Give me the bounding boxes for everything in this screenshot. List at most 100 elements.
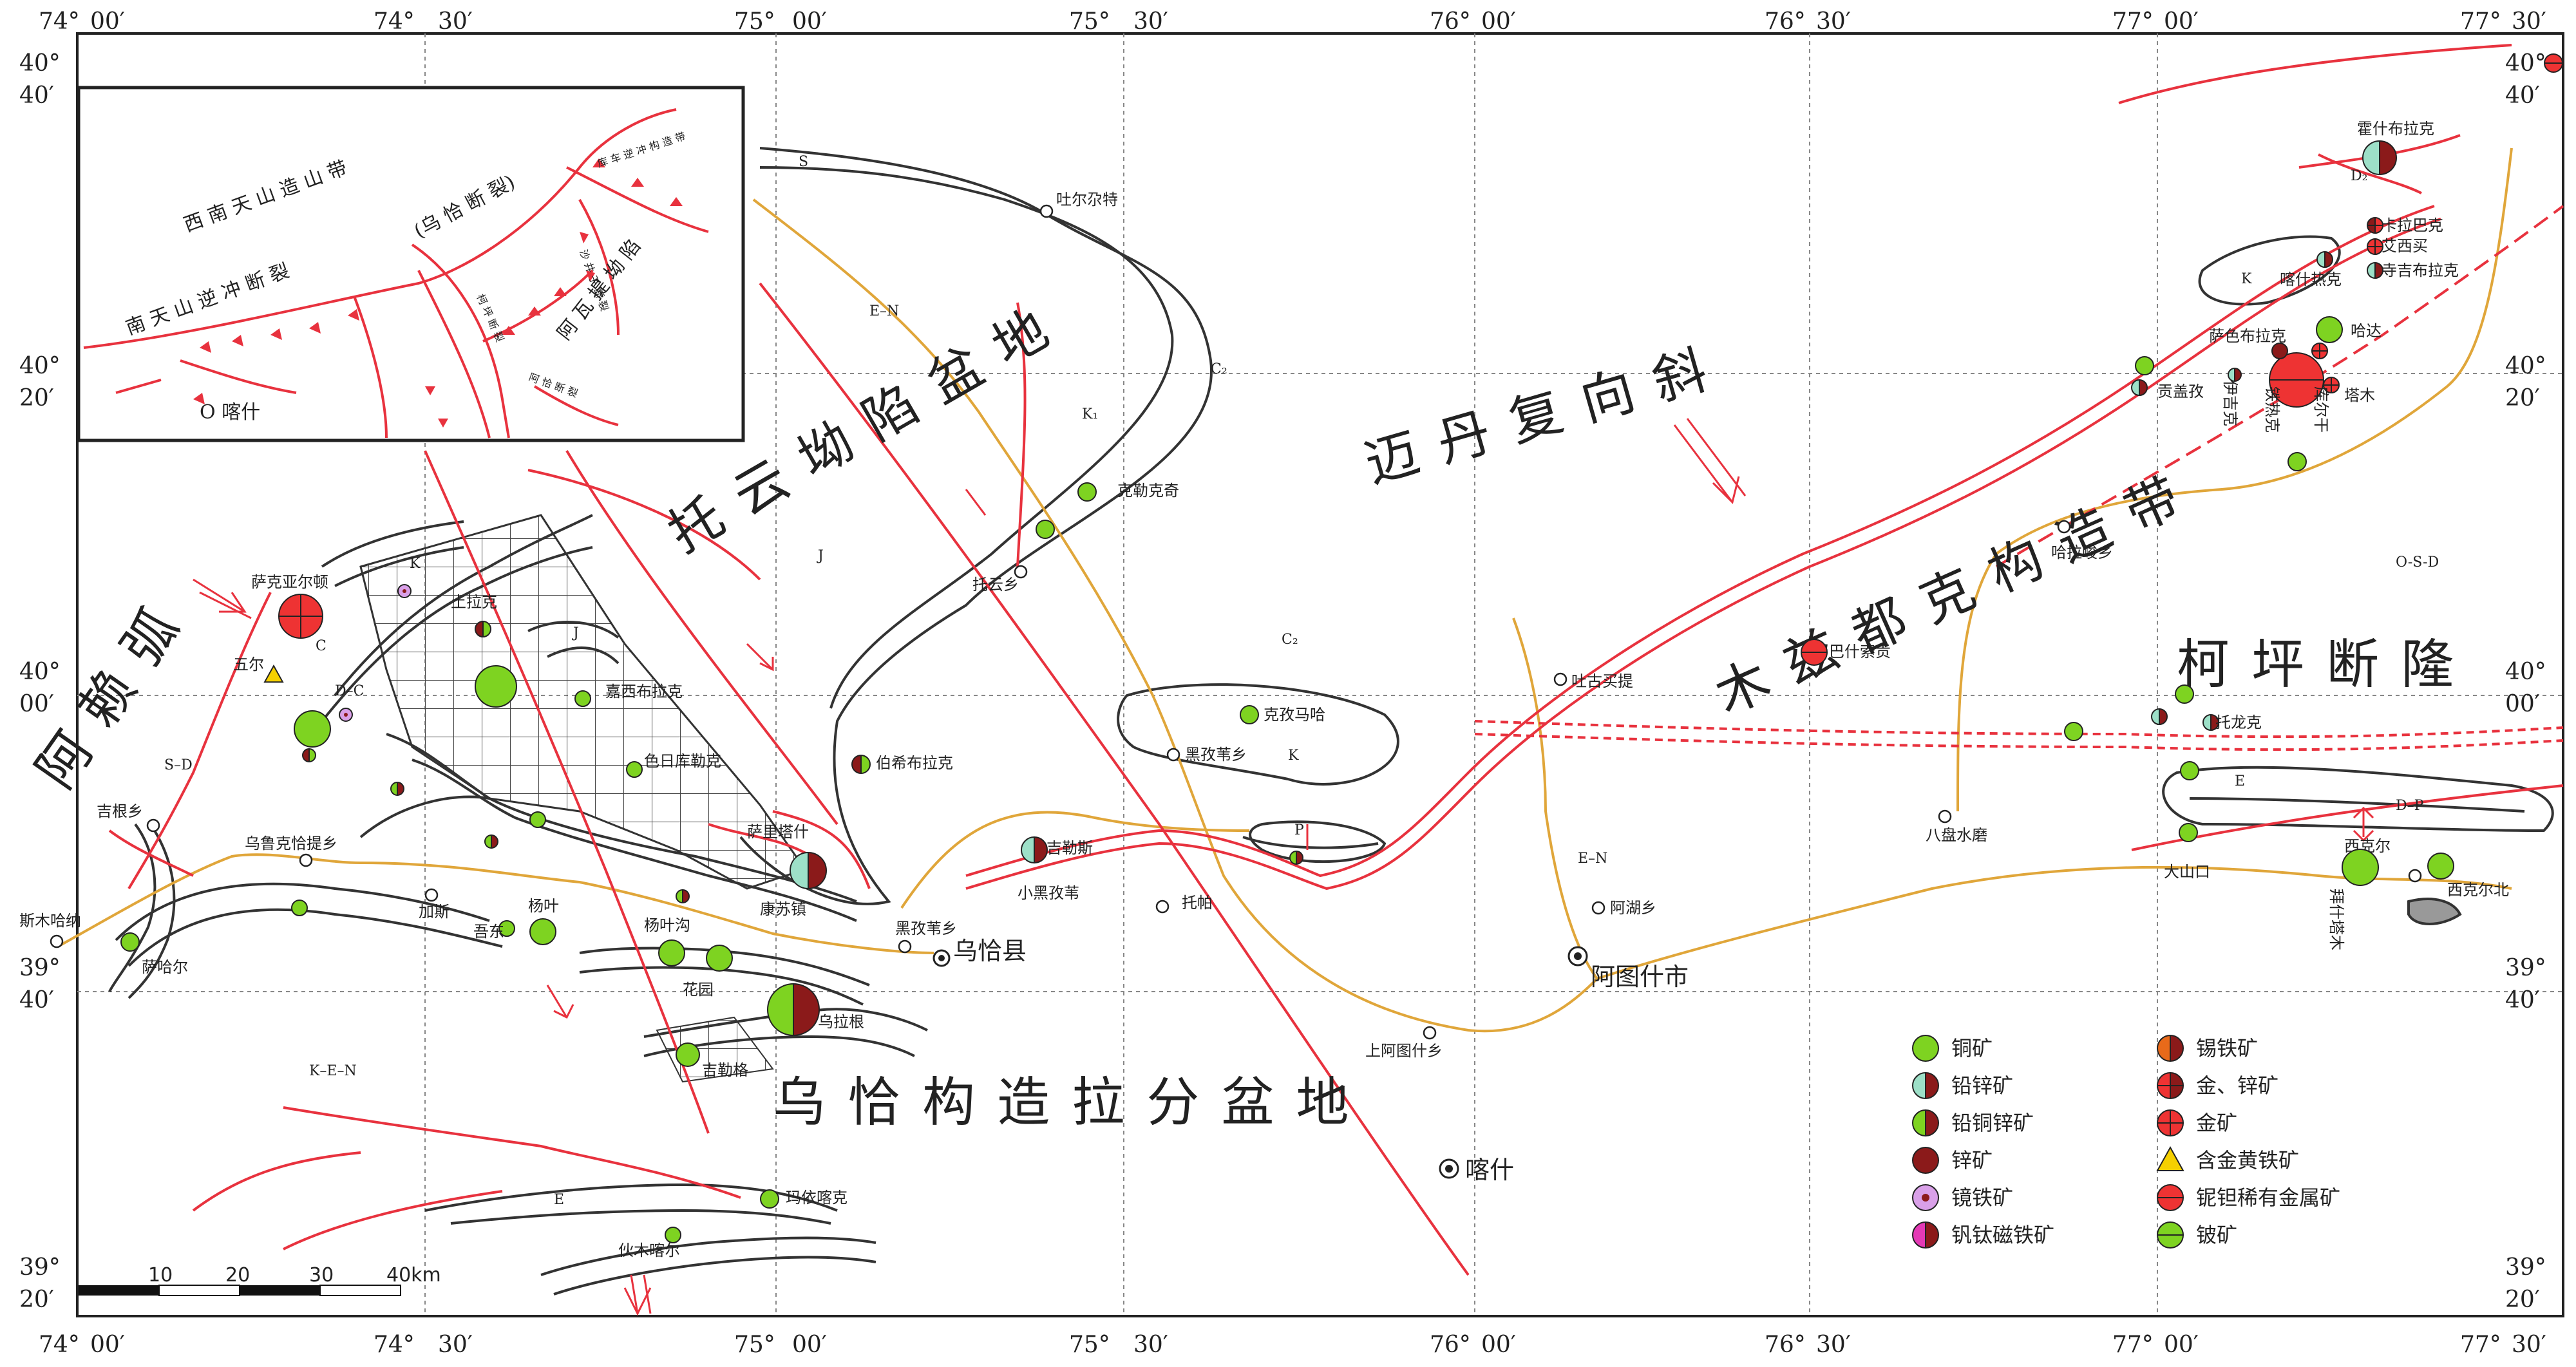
deposit-symbol-0 [278, 594, 323, 639]
village-labels: 吐尔尕特 托云乡 黑孜苇乡 托帕 上阿图什乡 吐古买提 阿湖乡 八盘水磨 哈拉峻… [19, 191, 2509, 1060]
dep-saihaer: 萨哈尔 [142, 958, 188, 976]
legend-symbol-1 [1912, 1072, 1939, 1099]
dep-bolinggou: 伯希布拉克 [876, 754, 953, 772]
villages [50, 204, 2422, 1040]
place-toyun: 托云乡 [972, 576, 1019, 594]
unit-osd: O-S-D [2396, 554, 2439, 570]
geologic-units: E–N C₂ J C₂ K E–N K–E–N S–D D–C D–P E P … [164, 154, 2439, 1208]
deposit-symbol-30 [1801, 639, 1828, 666]
dep-huayuan: 花园 [683, 981, 714, 999]
unit-k1: K₁ [1082, 406, 1098, 422]
legend-label-11: 铍矿 [2196, 1223, 2237, 1247]
dep-jiasilesi: 吉勒斯 [1046, 839, 1093, 857]
place-tuopa: 托帕 [1182, 894, 1213, 912]
map-frame [76, 32, 2564, 1317]
scale-label-40: 40km [386, 1264, 441, 1287]
coord-left-8: 39° [19, 1254, 61, 1281]
place-jiasi: 加斯 [419, 903, 450, 921]
legend-label-8: 金矿 [2196, 1111, 2237, 1135]
coord-bottom-3: 30′ [438, 1332, 473, 1358]
place-bapanshui: 八盘水磨 [1926, 826, 1987, 844]
place-ajitati: 阿湖乡 [1610, 899, 1656, 917]
deposit-symbol-29 [1289, 851, 1303, 865]
coord-bottom-15: 30′ [2512, 1332, 2546, 1358]
coord-top-2: 74° [374, 8, 415, 35]
deposit-symbol-20 [291, 900, 308, 916]
legend-symbol-0 [1912, 1035, 1939, 1062]
coord-bottom-7: 30′ [1133, 1332, 1168, 1358]
legend-symbol-11 [2157, 1221, 2184, 1249]
deposit-symbol-5 [339, 708, 353, 722]
dep-wuerfu: 五尔 [233, 655, 264, 674]
deposit-symbol-15 [676, 1042, 700, 1067]
dep-wulagen: 乌拉根 [818, 1013, 864, 1031]
dep-yangye: 杨叶 [528, 897, 559, 915]
geologic-boundaries [108, 147, 2554, 1296]
dep-gongtashi: 贡盖孜 [2157, 382, 2204, 401]
coord-bottom-8: 76° [1430, 1332, 1471, 1358]
dep-tamu: 塔木 [2344, 386, 2375, 404]
legend: 铜矿铅锌矿铅铜锌矿锌矿镜铁矿钒钛磁铁矿锡铁矿金、锌矿金矿含金黄铁矿铌钽稀有金属矿… [1912, 1035, 2340, 1249]
dep-jiluge: 吉勒格 [702, 1061, 748, 1079]
deposit-symbol-38 [2271, 343, 2288, 359]
unit-en-north: E–N [869, 303, 899, 319]
deposit-symbol-25 [1021, 836, 1048, 863]
legend-symbol-4 [1912, 1184, 1939, 1211]
deposit-symbol-33 [2367, 238, 2383, 255]
legend-symbol-6 [2157, 1035, 2184, 1062]
deposit-symbol-18 [529, 918, 556, 945]
legend-label-2: 铅铜锌矿 [1951, 1111, 2034, 1135]
deposit-symbol-24 [851, 755, 871, 774]
place-haladjun: 哈拉峻乡 [2051, 543, 2113, 561]
coord-right-9: 20′ [2505, 1287, 2540, 1313]
deposit-symbol-39 [2311, 343, 2328, 359]
deposit-labels: 萨克亚尔顿 五尔 萨里塔什 乌拉根 吉勒格 玛依喀克 伙木喀尔 花园 杨叶沟 杨… [142, 120, 2459, 1259]
place-kangsu: 康苏镇 [760, 900, 806, 918]
dep-kelekeqi: 克勒克奇 [1117, 482, 1179, 500]
legend-label-5: 钒钛磁铁矿 [1951, 1223, 2054, 1247]
legend-symbol-3 [1912, 1147, 1939, 1174]
dep-kala: 卡拉巴克 [2382, 216, 2443, 234]
town-kashi: 喀什 [1465, 1156, 1514, 1184]
deposit-symbol-28 [1240, 705, 1259, 724]
deposit-symbol-35 [2316, 251, 2333, 268]
dep-hada: 哈达 [2351, 322, 2382, 340]
deposit-symbol-11 [484, 834, 498, 849]
region-kepin: 柯 坪 断 隆 [2177, 634, 2456, 695]
coord-bottom-2: 74° [374, 1332, 415, 1358]
dep-keshengbulake: 霍什布拉克 [2357, 120, 2434, 138]
deposit-symbol-43 [2131, 379, 2148, 396]
scale-label-10: 10 [148, 1264, 173, 1287]
legend-label-7: 金、锌矿 [2196, 1073, 2278, 1098]
region-wuqia: 乌 恰 构 造 拉 分 盆 地 [773, 1072, 1351, 1133]
coord-right-1: 40′ [2505, 82, 2540, 109]
deposit-symbol-40 [2323, 377, 2340, 393]
coord-top-5: 00′ [792, 8, 827, 35]
deposit-symbol-13 [790, 852, 827, 889]
place-bijiwusi: 拜什塔木 [2327, 889, 2345, 950]
deposit-symbol-37 [2269, 352, 2324, 408]
dep-yimuhaer: 伙木喀尔 [618, 1241, 680, 1259]
deposit-symbol-4 [397, 584, 412, 598]
deposit-symbol-49 [2180, 761, 2199, 780]
coord-top-9: 00′ [1481, 8, 1516, 35]
deposit-symbol-48 [2202, 714, 2219, 731]
coord-top-11: 30′ [1816, 8, 1851, 35]
coord-bottom-11: 30′ [1816, 1332, 1851, 1358]
deposit-symbol-1 [475, 665, 517, 708]
scale-bar: 10 20 30 40km [79, 1264, 441, 1296]
coord-left-3: 20′ [19, 385, 54, 411]
coord-right-0: 40° [2505, 50, 2546, 77]
coord-top-4: 75° [734, 8, 775, 35]
place-xiaoheiziwei: 小黑孜苇 [1018, 884, 1079, 902]
deposit-symbol-36 [2316, 316, 2343, 343]
deposit-symbol-45 [2175, 684, 2194, 704]
legend-label-4: 镜铁矿 [1951, 1185, 2013, 1210]
coord-top-14: 77° [2460, 8, 2501, 35]
dep-yangyegou: 杨叶沟 [644, 916, 690, 934]
inset-kashi: O 喀什 [200, 401, 260, 424]
dep-saliyaerdun: 萨克亚尔顿 [251, 573, 328, 591]
deposit-symbol-10 [529, 811, 546, 828]
coord-top-1: 00′ [90, 8, 125, 35]
